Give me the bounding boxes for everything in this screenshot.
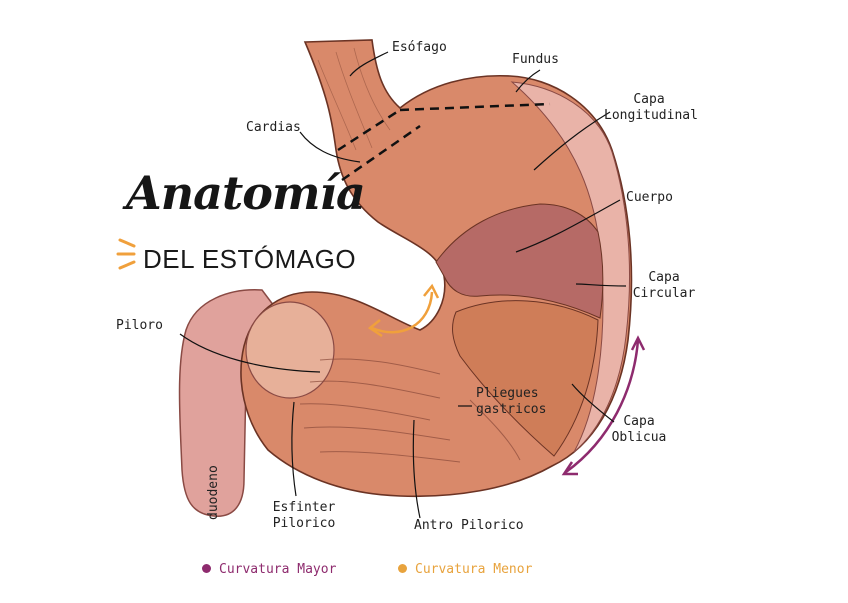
leader-capa-longitudinal — [533, 111, 611, 171]
label-esfinter-line2: Pilorico — [272, 516, 336, 531]
legend-label-mayor: Curvatura Mayor — [219, 562, 337, 577]
label-duodeno: duodeno — [206, 465, 221, 520]
label-esfinter-line1: Esfinter — [272, 500, 336, 515]
label-capa-circular: Capa Circular — [628, 270, 700, 302]
label-pliegues: Pliegues gastricos — [476, 386, 546, 418]
subtitle-accent — [116, 238, 136, 270]
label-piloro: Piloro — [116, 318, 163, 333]
fundus-lining — [510, 81, 631, 453]
leader-piloro — [179, 333, 321, 373]
label-esfinter-pilorico: Esfinter Pilorico — [262, 500, 346, 532]
label-capa-circular-line2: Circular — [632, 286, 696, 301]
diagram-subtitle: DEL ESTÓMAGO — [143, 244, 357, 274]
label-antro-pilorico: Antro Pilorico — [414, 518, 524, 533]
pylorus-bulb — [245, 301, 335, 399]
curvature-minor-arrow — [371, 291, 434, 334]
label-fundus: Fundus — [512, 52, 559, 67]
legend-label-menor: Curvatura Menor — [415, 562, 533, 577]
label-esofago: Esófago — [392, 40, 447, 55]
leader-esofago — [349, 51, 389, 77]
leader-cardias — [299, 131, 361, 163]
curvature-major-arrowhead-1 — [630, 335, 646, 351]
leader-esfinter — [291, 401, 297, 497]
leader-capa-circular — [575, 283, 627, 287]
leader-fundus — [515, 69, 541, 93]
oblique-layer — [452, 300, 599, 457]
gastric-folds — [299, 358, 521, 463]
label-cardias: Cardias — [246, 120, 301, 135]
label-capa-oblicua: Capa Oblicua — [606, 414, 672, 446]
label-pliegues-line2: gastricos — [476, 402, 547, 417]
legend-dot-menor — [398, 564, 407, 573]
curvature-minor-arrowhead-1 — [423, 283, 440, 299]
label-cuerpo: Cuerpo — [626, 190, 673, 205]
legend-dot-mayor — [202, 564, 211, 573]
curvature-major-arrowhead-2 — [561, 461, 578, 476]
legend-item-mayor: Curvatura Mayor — [202, 562, 336, 577]
label-capa-longitudinal-line2: Longitudinal — [604, 108, 698, 123]
leader-cuerpo — [515, 199, 621, 253]
dashed-boundaries — [337, 102, 551, 182]
legend-item-menor: Curvatura Menor — [398, 562, 532, 577]
leader-lines — [179, 51, 627, 519]
leader-capa-oblicua — [571, 383, 615, 423]
diagram-title: Anatomía — [126, 166, 366, 220]
label-capa-oblicua-line2: Oblicua — [611, 430, 667, 445]
label-pliegues-line1: Pliegues — [476, 386, 539, 401]
label-capa-oblicua-line1: Capa — [623, 414, 655, 429]
curvature-major-arrow — [565, 339, 640, 474]
curvature-minor-arrowhead-2 — [367, 319, 383, 338]
label-capa-circular-line1: Capa — [648, 270, 680, 285]
label-capa-longitudinal-line1: Capa — [633, 92, 665, 107]
label-capa-longitudinal: Capa Longitudinal — [604, 92, 698, 124]
leader-antro — [412, 419, 421, 519]
